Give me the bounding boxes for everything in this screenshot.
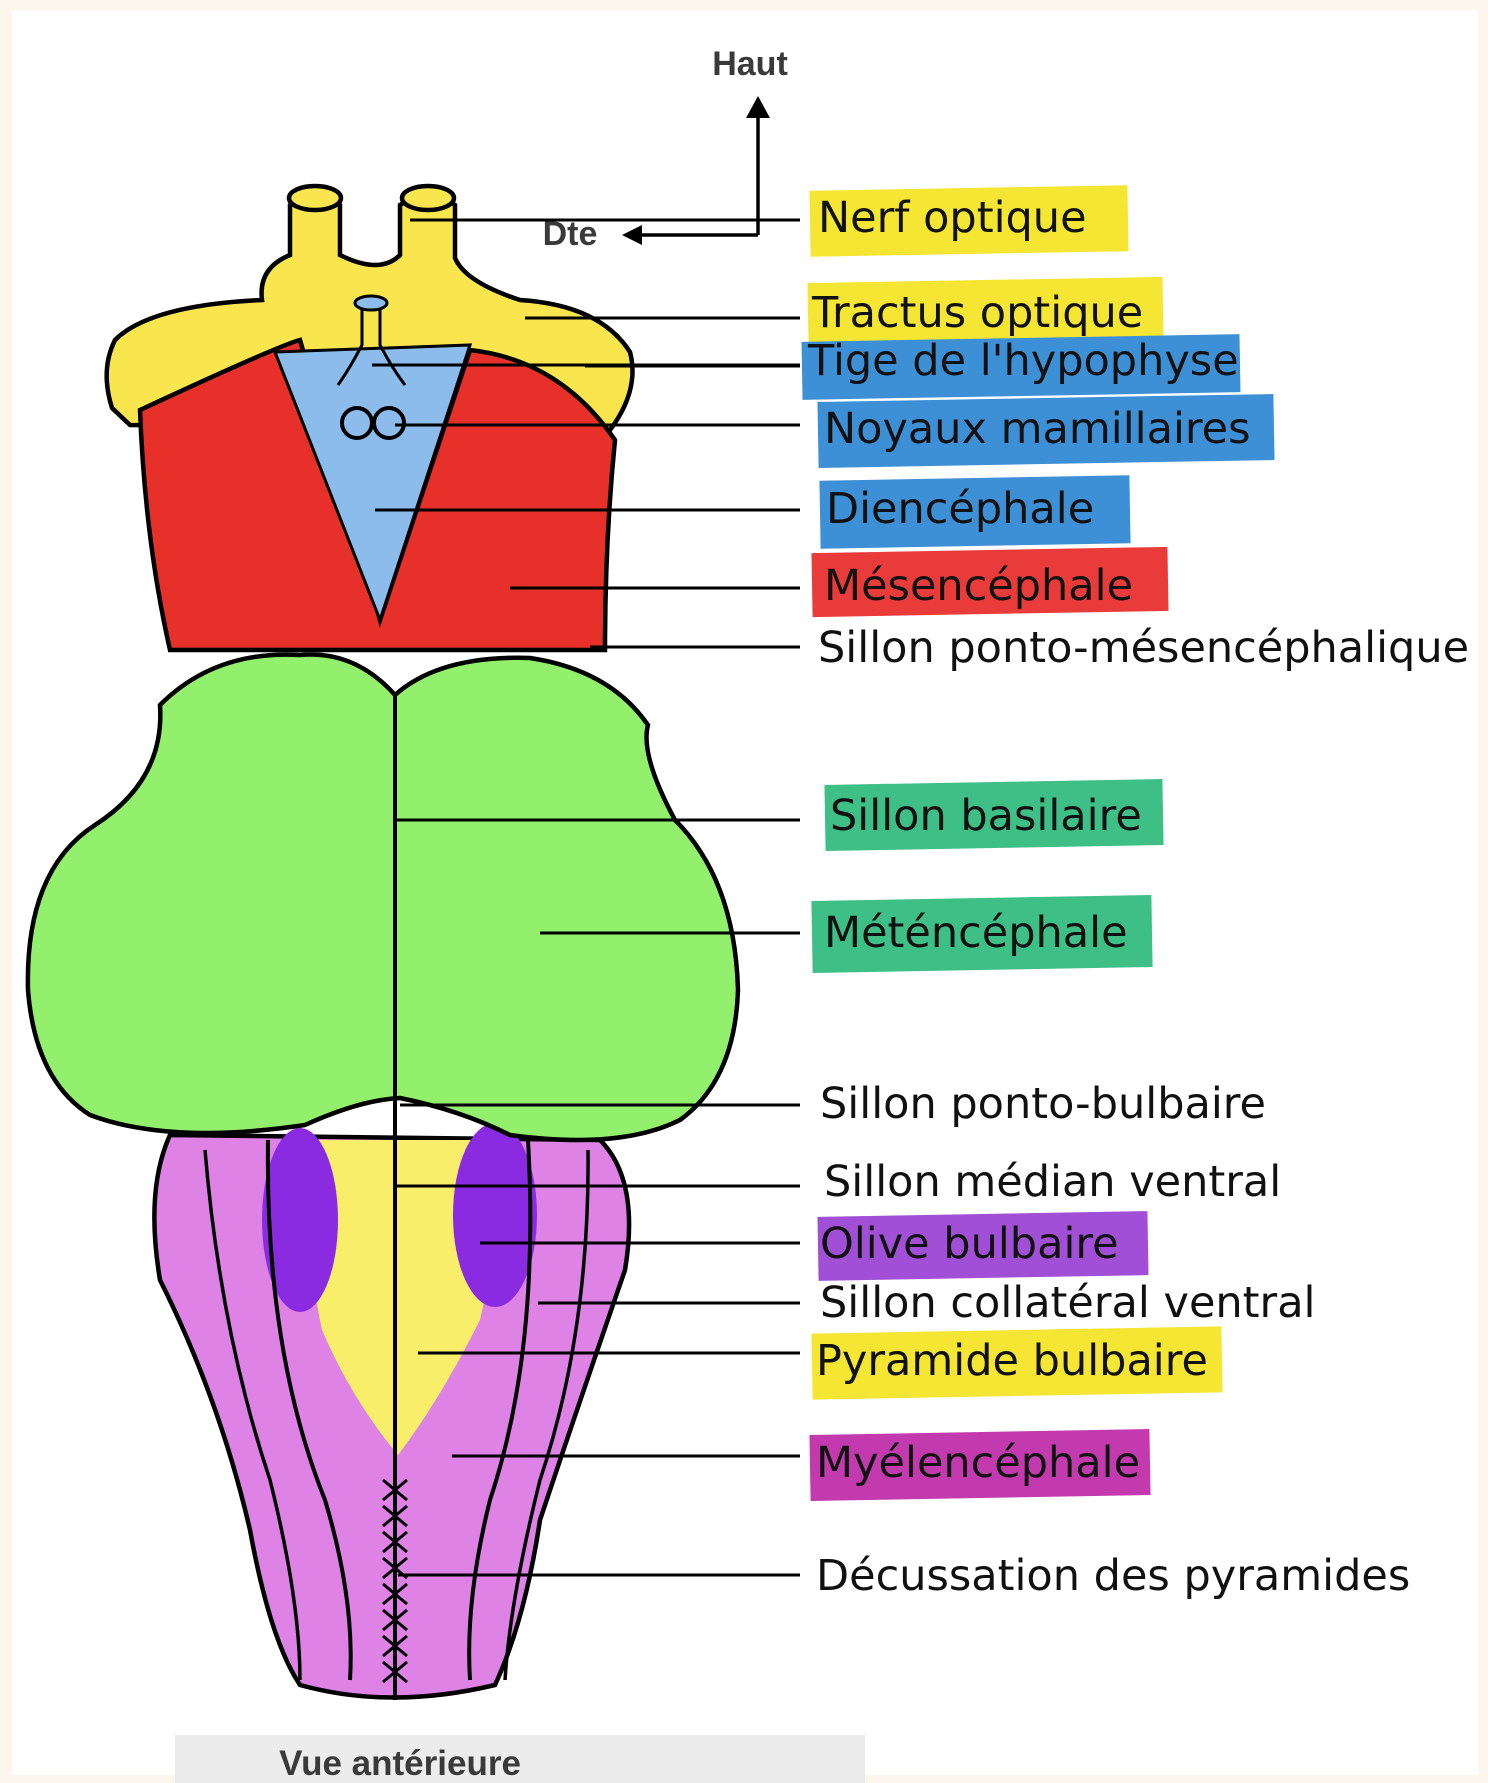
label-decussation-pyramides: Décussation des pyramides <box>816 1551 1410 1601</box>
label-sillon-collateral-ventral: Sillon collatéral ventral <box>820 1278 1316 1328</box>
optic-nerve-right <box>402 186 454 210</box>
label-metencephale: Météncéphale <box>824 908 1128 958</box>
label-olive-bulbaire: Olive bulbaire <box>820 1219 1119 1269</box>
up-arrow-head <box>746 96 770 118</box>
view-caption: Vue antérieure <box>279 1744 521 1783</box>
label-sillon-ponto-mesencephalique: Sillon ponto-mésencéphalique <box>818 623 1469 673</box>
metencephalon-shape <box>28 655 738 1141</box>
label-sillon-basilaire: Sillon basilaire <box>830 791 1142 841</box>
label-tige-hypophyse: Tige de l'hypophyse <box>807 336 1239 386</box>
label-nerf-optique: Nerf optique <box>818 193 1087 243</box>
orientation-up-label: Haut <box>712 45 788 83</box>
label-sillon-ponto-bulbaire: Sillon ponto-bulbaire <box>820 1079 1266 1129</box>
label-diencephale: Diencéphale <box>826 484 1094 534</box>
label-tractus-optique: Tractus optique <box>811 288 1143 338</box>
label-noyaux-mamillaires: Noyaux mamillaires <box>824 404 1251 454</box>
right-arrow-head <box>622 225 642 245</box>
olive-right <box>453 1123 537 1307</box>
label-mesencephale: Mésencéphale <box>824 561 1133 611</box>
label-myelencephale: Myélencéphale <box>816 1438 1140 1488</box>
optic-nerve-left <box>289 186 341 210</box>
label-pyramide-bulbaire: Pyramide bulbaire <box>816 1336 1208 1386</box>
pituitary-stalk-top <box>355 296 387 310</box>
label-sillon-median-ventral: Sillon médian ventral <box>824 1157 1281 1207</box>
